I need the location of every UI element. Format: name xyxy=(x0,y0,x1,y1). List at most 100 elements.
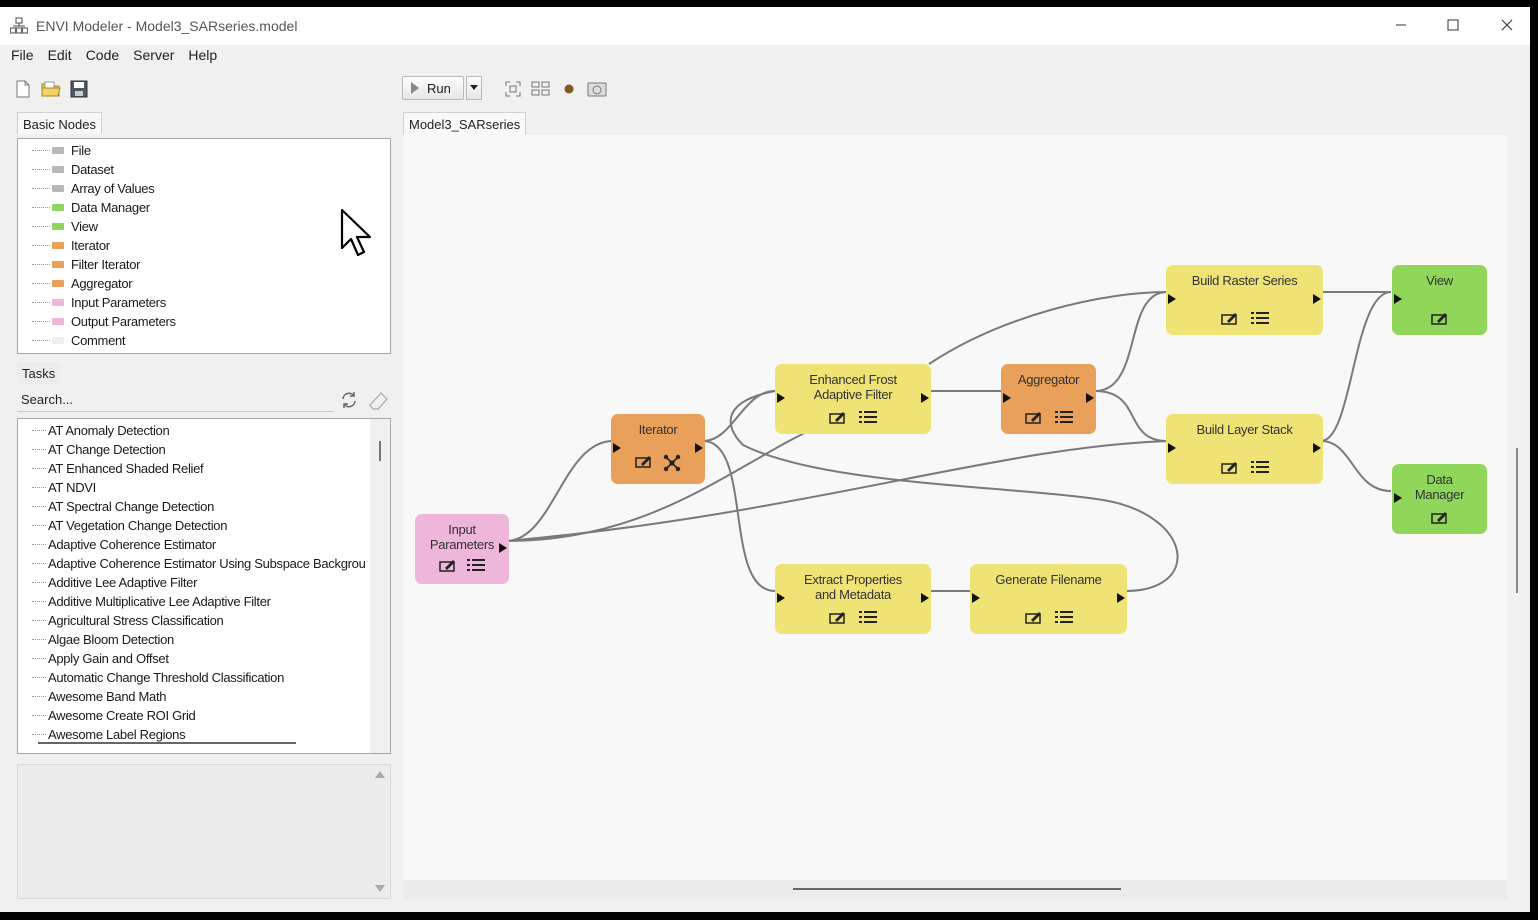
list-icon[interactable] xyxy=(859,610,877,624)
output-port[interactable] xyxy=(921,393,929,403)
task-list-item[interactable]: AT Change Detection xyxy=(32,440,166,459)
node-iterator[interactable]: Iterator xyxy=(611,414,705,484)
refresh-button[interactable] xyxy=(340,391,358,412)
task-list-item[interactable]: AT Enhanced Shaded Relief xyxy=(32,459,204,478)
new-file-button[interactable] xyxy=(12,78,34,100)
input-port[interactable] xyxy=(1168,294,1176,304)
node-build-layer-stack[interactable]: Build Layer Stack xyxy=(1166,414,1323,484)
node-enhanced-frost-adaptive-filter[interactable]: Enhanced Frost Adaptive Filter xyxy=(775,364,931,434)
input-port[interactable] xyxy=(1003,393,1011,403)
task-list-item[interactable]: Awesome Label Regions xyxy=(32,725,186,744)
node-data-manager[interactable]: Data Manager xyxy=(1392,464,1487,534)
layout-button[interactable] xyxy=(530,78,552,100)
basic-node-item[interactable]: Data Manager xyxy=(32,198,150,217)
menu-code[interactable]: Code xyxy=(85,47,120,63)
basic-node-item[interactable]: Comment xyxy=(32,331,126,350)
task-list-item[interactable]: AT Spectral Change Detection xyxy=(32,497,214,516)
output-port[interactable] xyxy=(499,543,507,553)
task-list-item[interactable]: Agricultural Stress Classification xyxy=(32,611,224,630)
task-list-item[interactable]: Awesome Create ROI Grid xyxy=(32,706,196,725)
basic-node-item[interactable]: Dataset xyxy=(32,160,114,179)
output-port[interactable] xyxy=(1086,393,1094,403)
run-button[interactable]: Run xyxy=(402,76,464,100)
clear-search-button[interactable] xyxy=(368,390,390,413)
basic-node-item[interactable]: Output Parameters xyxy=(32,312,176,331)
task-list-item[interactable]: Apply Gain and Offset xyxy=(32,649,169,668)
task-list-item[interactable]: Additive Multiplicative Lee Adaptive Fil… xyxy=(32,592,271,611)
node-extract-properties-and-metadata[interactable]: Extract Properties and Metadata xyxy=(775,564,931,634)
canvas-vertical-scrollbar[interactable] xyxy=(1507,135,1530,880)
basic-node-item[interactable]: Iterator xyxy=(32,236,110,255)
node-build-raster-series[interactable]: Build Raster Series xyxy=(1166,265,1323,335)
node-aggregator[interactable]: Aggregator xyxy=(1001,364,1096,434)
task-list-item[interactable]: Adaptive Coherence Estimator Using Subsp… xyxy=(32,554,366,573)
task-list-item[interactable]: Algae Bloom Detection xyxy=(32,630,174,649)
basic-node-item[interactable]: File xyxy=(32,141,91,160)
record-button[interactable] xyxy=(558,78,580,100)
edit-icon[interactable] xyxy=(1024,410,1043,424)
open-folder-button[interactable] xyxy=(40,78,62,100)
scroll-thumb[interactable] xyxy=(379,441,381,461)
list-icon[interactable] xyxy=(1250,460,1269,474)
edit-icon[interactable] xyxy=(635,454,653,468)
menu-edit[interactable]: Edit xyxy=(47,47,72,63)
input-port[interactable] xyxy=(972,593,980,603)
basic-node-item[interactable]: Input Parameters xyxy=(32,293,166,312)
tab-model[interactable]: Model3_SARseries xyxy=(403,112,527,135)
tasks-vertical-scrollbar[interactable] xyxy=(370,419,390,753)
edit-icon[interactable] xyxy=(1430,510,1449,524)
model-canvas[interactable]: Input Parameters Iterator Enhanced Frost… xyxy=(403,135,1507,880)
list-icon[interactable] xyxy=(859,410,877,424)
run-dropdown-button[interactable] xyxy=(466,76,482,100)
edit-icon[interactable] xyxy=(1220,460,1239,474)
node-view[interactable]: View xyxy=(1392,265,1487,335)
input-port[interactable] xyxy=(1168,443,1176,453)
search-input[interactable]: Search... xyxy=(17,388,334,412)
menu-help[interactable]: Help xyxy=(188,47,218,63)
close-button[interactable] xyxy=(1484,11,1530,39)
task-list-item[interactable]: Automatic Change Threshold Classificatio… xyxy=(32,668,284,687)
output-port[interactable] xyxy=(1117,593,1125,603)
basic-node-item[interactable]: View xyxy=(32,217,98,236)
snapshot-button[interactable] xyxy=(586,78,608,100)
list-icon[interactable] xyxy=(467,558,485,572)
output-port[interactable] xyxy=(1313,443,1321,453)
canvas-scroll-thumb[interactable] xyxy=(793,888,1121,890)
input-port[interactable] xyxy=(1394,294,1402,304)
basic-node-item[interactable]: Aggregator xyxy=(32,274,133,293)
edit-icon[interactable] xyxy=(829,610,847,624)
menu-server[interactable]: Server xyxy=(133,47,175,63)
list-icon[interactable] xyxy=(1054,610,1073,624)
task-list-item[interactable]: Additive Lee Adaptive Filter xyxy=(32,573,197,592)
save-button[interactable] xyxy=(68,78,90,100)
input-port[interactable] xyxy=(613,443,621,453)
tasks-horizontal-scrollbar[interactable] xyxy=(38,742,296,744)
task-list-item[interactable]: AT Anomaly Detection xyxy=(32,421,170,440)
menu-file[interactable]: File xyxy=(11,47,34,63)
output-port[interactable] xyxy=(921,593,929,603)
basic-node-item[interactable]: Array of Values xyxy=(32,179,155,198)
list-icon[interactable] xyxy=(1054,410,1073,424)
node-generate-filename[interactable]: Generate Filename xyxy=(970,564,1127,634)
output-port[interactable] xyxy=(1313,294,1321,304)
network-icon[interactable] xyxy=(663,454,681,472)
task-list-item[interactable]: Adaptive Coherence Estimator xyxy=(32,535,216,554)
edit-icon[interactable] xyxy=(829,410,847,424)
edit-icon[interactable] xyxy=(1430,311,1449,325)
input-port[interactable] xyxy=(1394,493,1402,503)
input-port[interactable] xyxy=(777,593,785,603)
node-input-parameters[interactable]: Input Parameters xyxy=(415,514,509,584)
edit-icon[interactable] xyxy=(1024,610,1043,624)
canvas-horizontal-scrollbar[interactable] xyxy=(403,880,1507,900)
basic-node-item[interactable]: Filter Iterator xyxy=(32,255,140,274)
task-list-item[interactable]: AT Vegetation Change Detection xyxy=(32,516,227,535)
minimize-button[interactable] xyxy=(1378,11,1424,39)
scroll-down-icon[interactable] xyxy=(375,885,385,893)
output-port[interactable] xyxy=(695,443,703,453)
list-icon[interactable] xyxy=(1250,311,1269,325)
edit-icon[interactable] xyxy=(1220,311,1239,325)
maximize-button[interactable] xyxy=(1430,11,1476,39)
edit-icon[interactable] xyxy=(439,558,457,572)
canvas-vscroll-thumb[interactable] xyxy=(1516,448,1518,593)
tab-tasks[interactable]: Tasks xyxy=(17,362,61,384)
